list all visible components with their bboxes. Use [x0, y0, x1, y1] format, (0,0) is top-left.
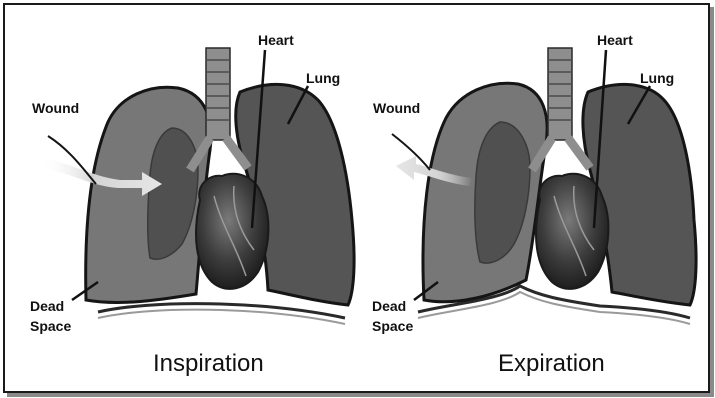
- label-dead-2: Dead: [372, 298, 406, 314]
- label-wound: Wound: [32, 100, 79, 116]
- label-heart: Heart: [258, 32, 294, 48]
- caption-inspiration: Inspiration: [153, 350, 264, 378]
- label-lung: Lung: [306, 70, 340, 86]
- inspiration-panel: [40, 48, 354, 324]
- heart-shape: [196, 174, 268, 289]
- label-space-2: Space: [372, 318, 413, 334]
- caption-expiration: Expiration: [498, 350, 605, 378]
- label-heart-2: Heart: [597, 32, 633, 48]
- label-wound-2: Wound: [373, 100, 420, 116]
- label-dead: Dead: [30, 298, 64, 314]
- expiration-panel: [392, 48, 696, 324]
- label-space: Space: [30, 318, 71, 334]
- label-lung-2: Lung: [640, 70, 674, 86]
- wound-pointer: [48, 136, 96, 184]
